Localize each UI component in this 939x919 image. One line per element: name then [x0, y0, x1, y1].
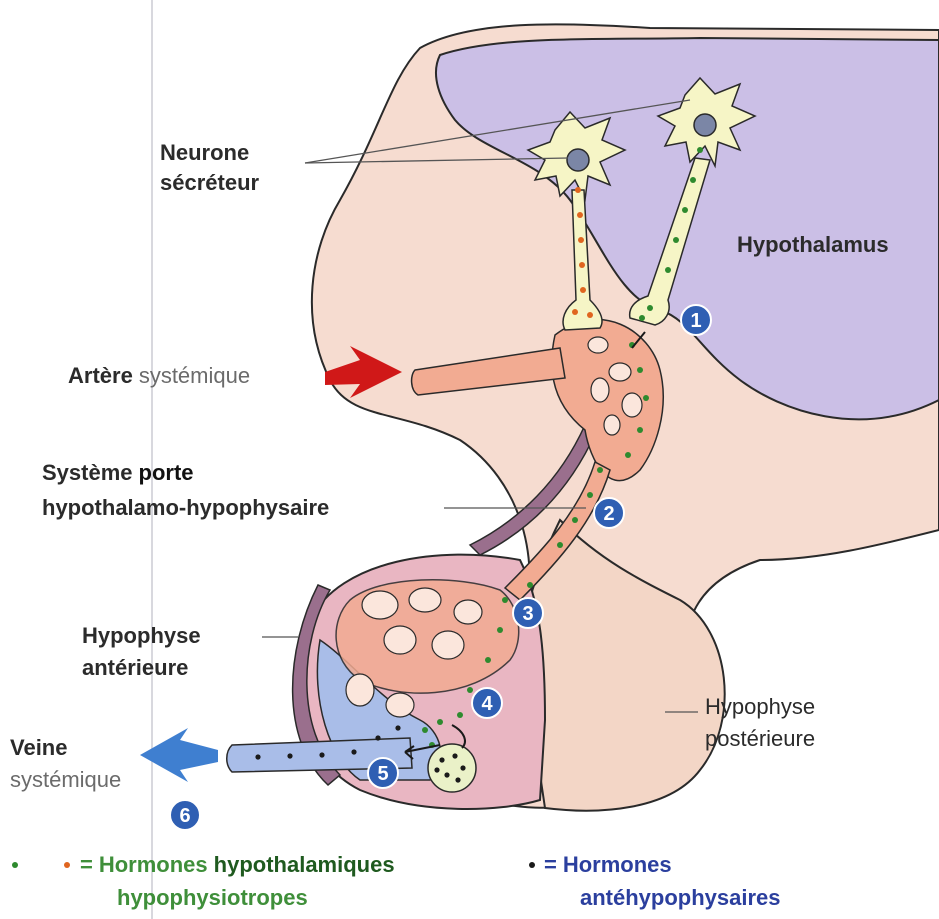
label-hypophyse-post-1: Hypophyse [705, 694, 815, 719]
label-hypothalamo-hypophysaire: hypothalamo-hypophysaire [42, 495, 329, 520]
svg-text:6: 6 [179, 805, 190, 827]
legend-item1-eq: = [80, 852, 93, 877]
legend-item2-line2: antéhypophysaires [580, 885, 781, 910]
legend-item2-eq: = [544, 852, 557, 877]
svg-text:2: 2 [603, 503, 614, 525]
legend-item2-line1: =Hormones [544, 852, 672, 877]
legend-item2-a: Hormones [563, 852, 672, 877]
label-veine: Veine [10, 735, 67, 760]
label-neurone: Neurone [160, 140, 249, 165]
step-badge-6: 6 [170, 800, 200, 830]
label-systeme-b: porte [139, 460, 194, 485]
label-hypothalamus: Hypothalamus [737, 232, 889, 257]
label-hypophyse-ant-1: Hypophyse [82, 623, 201, 648]
step-badge-4: 4 [472, 688, 502, 718]
pituitary-secretory-cell [428, 744, 476, 792]
svg-text:4: 4 [481, 693, 493, 715]
label-hypophyse-post-2: postérieure [705, 726, 815, 751]
label-systeme-a: Système [42, 460, 133, 485]
legend-item1-a: Hormones [99, 852, 208, 877]
svg-text:3: 3 [522, 603, 533, 625]
label-secreteur: sécréteur [160, 170, 260, 195]
label-veine-systemique: systémique [10, 767, 121, 792]
legend-green-dot [12, 862, 18, 868]
step-badge-3: 3 [513, 598, 543, 628]
step-badge-5: 5 [368, 758, 398, 788]
label-hypophyse-ant-2: antérieure [82, 655, 188, 680]
legend-item1-line2: hypophysiotropes [117, 885, 308, 910]
step-badge-2: 2 [594, 498, 624, 528]
label-artere-rest: systémique [139, 363, 250, 388]
legend-item1-b: hypothalamiques [214, 852, 395, 877]
legend-black-dot [529, 862, 535, 868]
step-badge-1: 1 [681, 305, 711, 335]
svg-text:5: 5 [377, 763, 388, 785]
svg-text:1: 1 [690, 310, 701, 332]
legend-orange-dot [64, 862, 70, 868]
label-artere-bold: Artère [68, 363, 133, 388]
